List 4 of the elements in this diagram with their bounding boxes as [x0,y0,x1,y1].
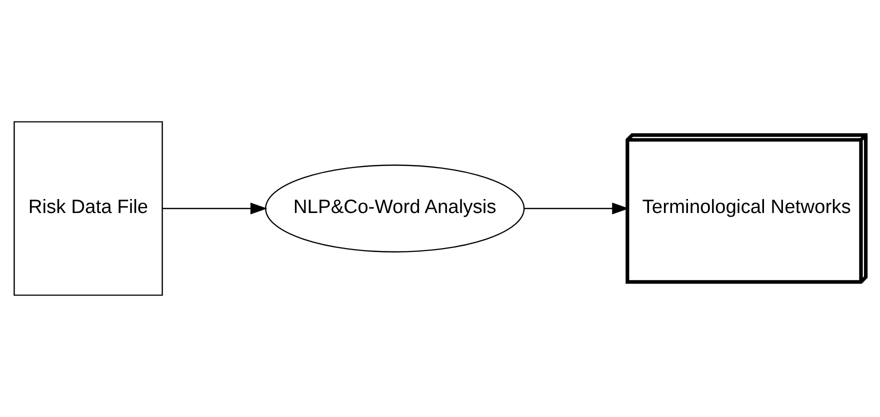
arrow [162,202,268,214]
node-box: Risk Data File [14,121,163,296]
node-ellipse: NLP&Co-Word Analysis [265,164,525,252]
arrow [524,202,629,214]
